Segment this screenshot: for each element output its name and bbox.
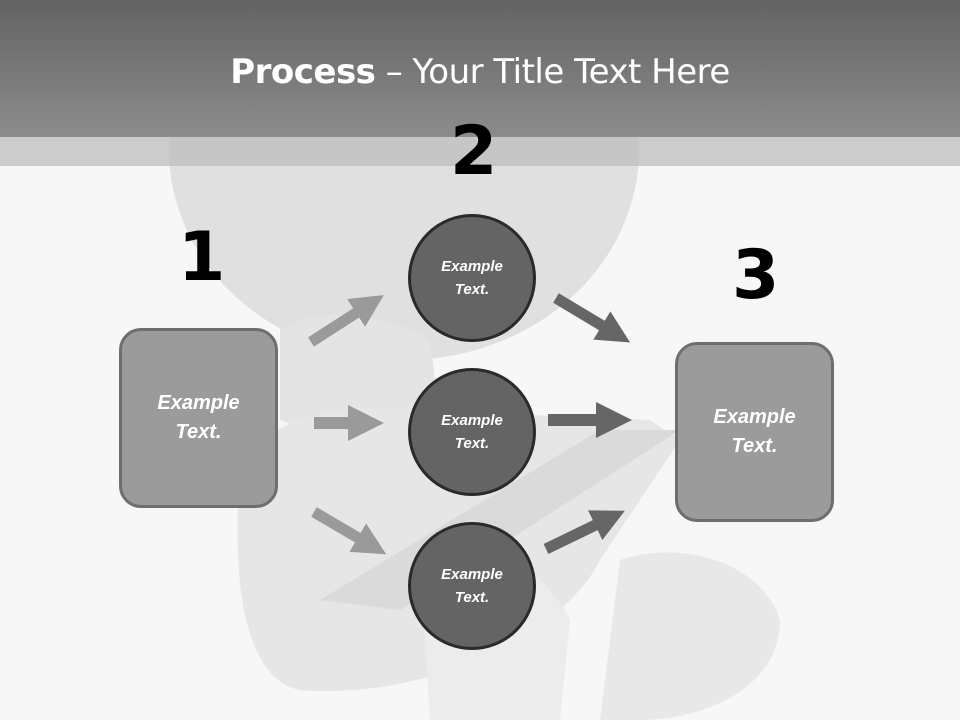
circle-top-line2: Text. (454, 281, 490, 298)
step-number-2: 2 (450, 112, 498, 191)
title-bold: Process (230, 52, 376, 92)
step-3-label-line1: Example (713, 406, 796, 428)
step-1-label-line1: Example (157, 392, 240, 414)
circle-bottom-line2: Text. (454, 589, 490, 606)
arrow-top-to-3 (553, 293, 631, 343)
arrow-1-to-top (308, 295, 384, 347)
step-number-3: 3 (732, 236, 780, 315)
title-subband (0, 137, 960, 166)
arrow-1-to-bottom (311, 507, 387, 555)
slide-title: Process – Your Title Text Here (0, 52, 960, 92)
step-number-1: 1 (178, 218, 226, 297)
circle-bottom-line1: Example (441, 566, 503, 583)
circle-middle-line2: Text. (454, 435, 490, 452)
arrow-bottom-to-3 (543, 510, 625, 554)
circle-middle-line1: Example (441, 412, 503, 429)
title-rest: – Your Title Text Here (375, 52, 731, 92)
step-1-label-line2: Text. (175, 421, 222, 443)
step-3-label-line2: Text. (731, 435, 778, 457)
circle-top-line1: Example (441, 258, 503, 275)
title-bar (0, 0, 960, 137)
